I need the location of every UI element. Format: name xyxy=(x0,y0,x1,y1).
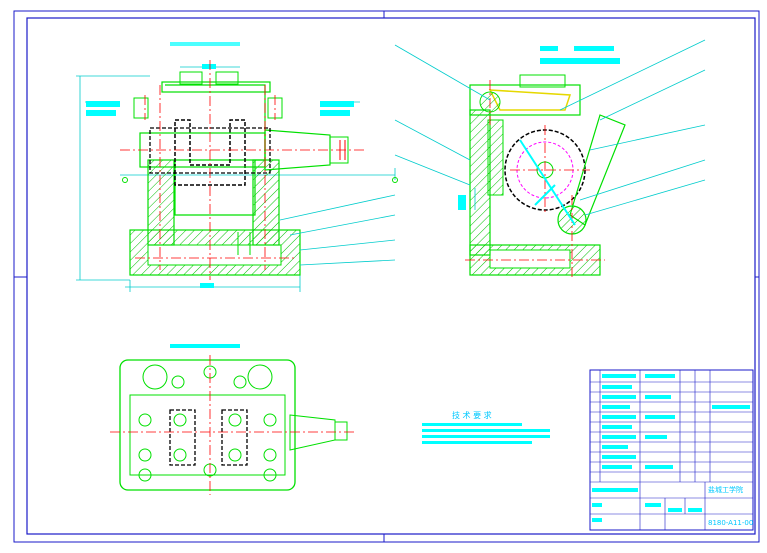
top-view xyxy=(110,344,355,495)
title-block: 盐城工学院 8180-A11-00 xyxy=(589,369,754,531)
sheet-frame xyxy=(13,10,760,543)
technical-requirements-title: 技 术 要 求 xyxy=(452,410,492,420)
drawing-number: 8180-A11-00 xyxy=(708,519,753,527)
school-name: 盐城工学院 xyxy=(708,485,743,494)
technical-requirements: 技 术 要 求 xyxy=(422,410,550,444)
side-view xyxy=(394,39,706,280)
front-view xyxy=(76,42,398,292)
